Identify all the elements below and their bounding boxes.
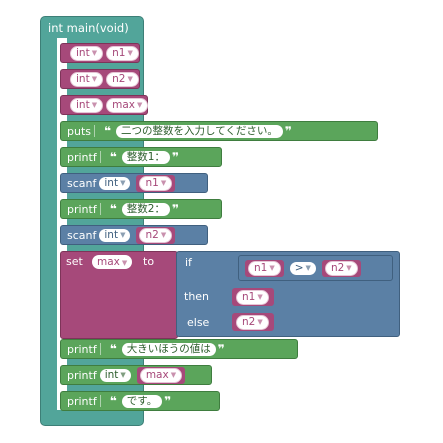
declaration-n2[interactable]: int▼ n2▼: [60, 69, 140, 89]
scanf-label: scanf: [67, 228, 97, 242]
printf-label: printf: [67, 342, 97, 356]
rhs-variable-dropdown[interactable]: n2▼: [324, 260, 358, 276]
printf-label: printf: [67, 150, 97, 164]
string-field[interactable]: 整数2：: [121, 202, 170, 216]
open-quote-icon: ❝: [109, 342, 117, 356]
puts-label: puts: [67, 124, 91, 138]
declaration-max[interactable]: int▼ max▼: [60, 95, 149, 115]
printf-block-4[interactable]: printf int▼ max▼: [60, 365, 212, 385]
if-label: if: [185, 256, 192, 269]
variable-name-field[interactable]: n1▼: [106, 45, 139, 61]
input-notch: [99, 343, 105, 355]
printf-block-5[interactable]: printf ❝ です。 ❞: [60, 391, 220, 411]
string-field[interactable]: です。: [121, 394, 163, 408]
printf-label: printf: [67, 202, 97, 216]
scanf-label: scanf: [67, 176, 97, 190]
printf-block-1[interactable]: printf ❝ 整数1： ❞: [60, 147, 222, 167]
input-notch: [94, 125, 99, 137]
input-notch: [99, 395, 105, 407]
to-label: to: [143, 255, 155, 268]
variable-slot: n1▼: [136, 174, 176, 192]
string-field[interactable]: 二つの整数を入力してください。: [116, 124, 283, 138]
main-function-label: int main(void): [48, 21, 129, 35]
main-function-inner: [57, 38, 67, 410]
then-value-slot: n1▼: [232, 288, 274, 306]
puts-block[interactable]: puts ❝ 二つの整数を入力してください。 ❞: [60, 121, 378, 141]
variable-name-field[interactable]: max▼: [106, 97, 149, 113]
then-label: then: [184, 290, 210, 303]
else-label: else: [187, 316, 210, 329]
close-quote-icon: ❞: [171, 202, 179, 216]
type-dropdown[interactable]: int▼: [70, 71, 104, 87]
string-field[interactable]: 大きいほうの値は: [121, 342, 216, 356]
scanf-block-2[interactable]: scanf int▼ n2▼: [60, 225, 208, 245]
else-variable-dropdown[interactable]: n2▼: [236, 314, 269, 330]
open-quote-icon: ❝: [109, 202, 117, 216]
set-label: set: [66, 255, 83, 268]
rhs-slot: n2▼: [321, 259, 361, 277]
input-notch: [99, 203, 105, 215]
printf-label: printf: [67, 368, 97, 382]
compare-block[interactable]: n1▼ >▼ n2▼: [238, 255, 393, 281]
variable-dropdown[interactable]: max▼: [139, 367, 183, 383]
declaration-n1[interactable]: int▼ n1▼: [60, 43, 140, 63]
printf-label: printf: [67, 394, 97, 408]
open-quote-icon: ❝: [109, 150, 117, 164]
variable-slot: n2▼: [136, 226, 176, 244]
variable-dropdown[interactable]: n1▼: [139, 175, 173, 191]
close-quote-icon: ❞: [284, 124, 292, 138]
variable-slot: max▼: [136, 366, 186, 384]
close-quote-icon: ❞: [171, 150, 179, 164]
scanf-block-1[interactable]: scanf int▼ n1▼: [60, 173, 208, 193]
input-notch: [99, 151, 105, 163]
type-dropdown[interactable]: int▼: [99, 176, 131, 190]
close-quote-icon: ❞: [217, 342, 225, 356]
type-dropdown[interactable]: int▼: [99, 368, 131, 382]
variable-dropdown[interactable]: n2▼: [139, 227, 173, 243]
lhs-slot: n1▼: [245, 259, 284, 277]
open-quote-icon: ❝: [109, 394, 117, 408]
type-dropdown[interactable]: int▼: [99, 228, 131, 242]
then-variable-dropdown[interactable]: n1▼: [236, 289, 269, 305]
type-dropdown[interactable]: int▼: [70, 97, 104, 113]
printf-block-3[interactable]: printf ❝ 大きいほうの値は ❞: [60, 339, 298, 359]
string-field[interactable]: 整数1：: [121, 150, 170, 164]
open-quote-icon: ❝: [104, 124, 112, 138]
printf-block-2[interactable]: printf ❝ 整数2： ❞: [60, 199, 222, 219]
lhs-variable-dropdown[interactable]: n1▼: [248, 260, 281, 276]
set-variable-dropdown[interactable]: max▼: [92, 255, 133, 269]
else-value-slot: n2▼: [232, 313, 274, 331]
close-quote-icon: ❞: [164, 394, 172, 408]
operator-dropdown[interactable]: >▼: [289, 261, 316, 275]
type-dropdown[interactable]: int▼: [70, 45, 104, 61]
variable-name-field[interactable]: n2▼: [106, 71, 139, 87]
